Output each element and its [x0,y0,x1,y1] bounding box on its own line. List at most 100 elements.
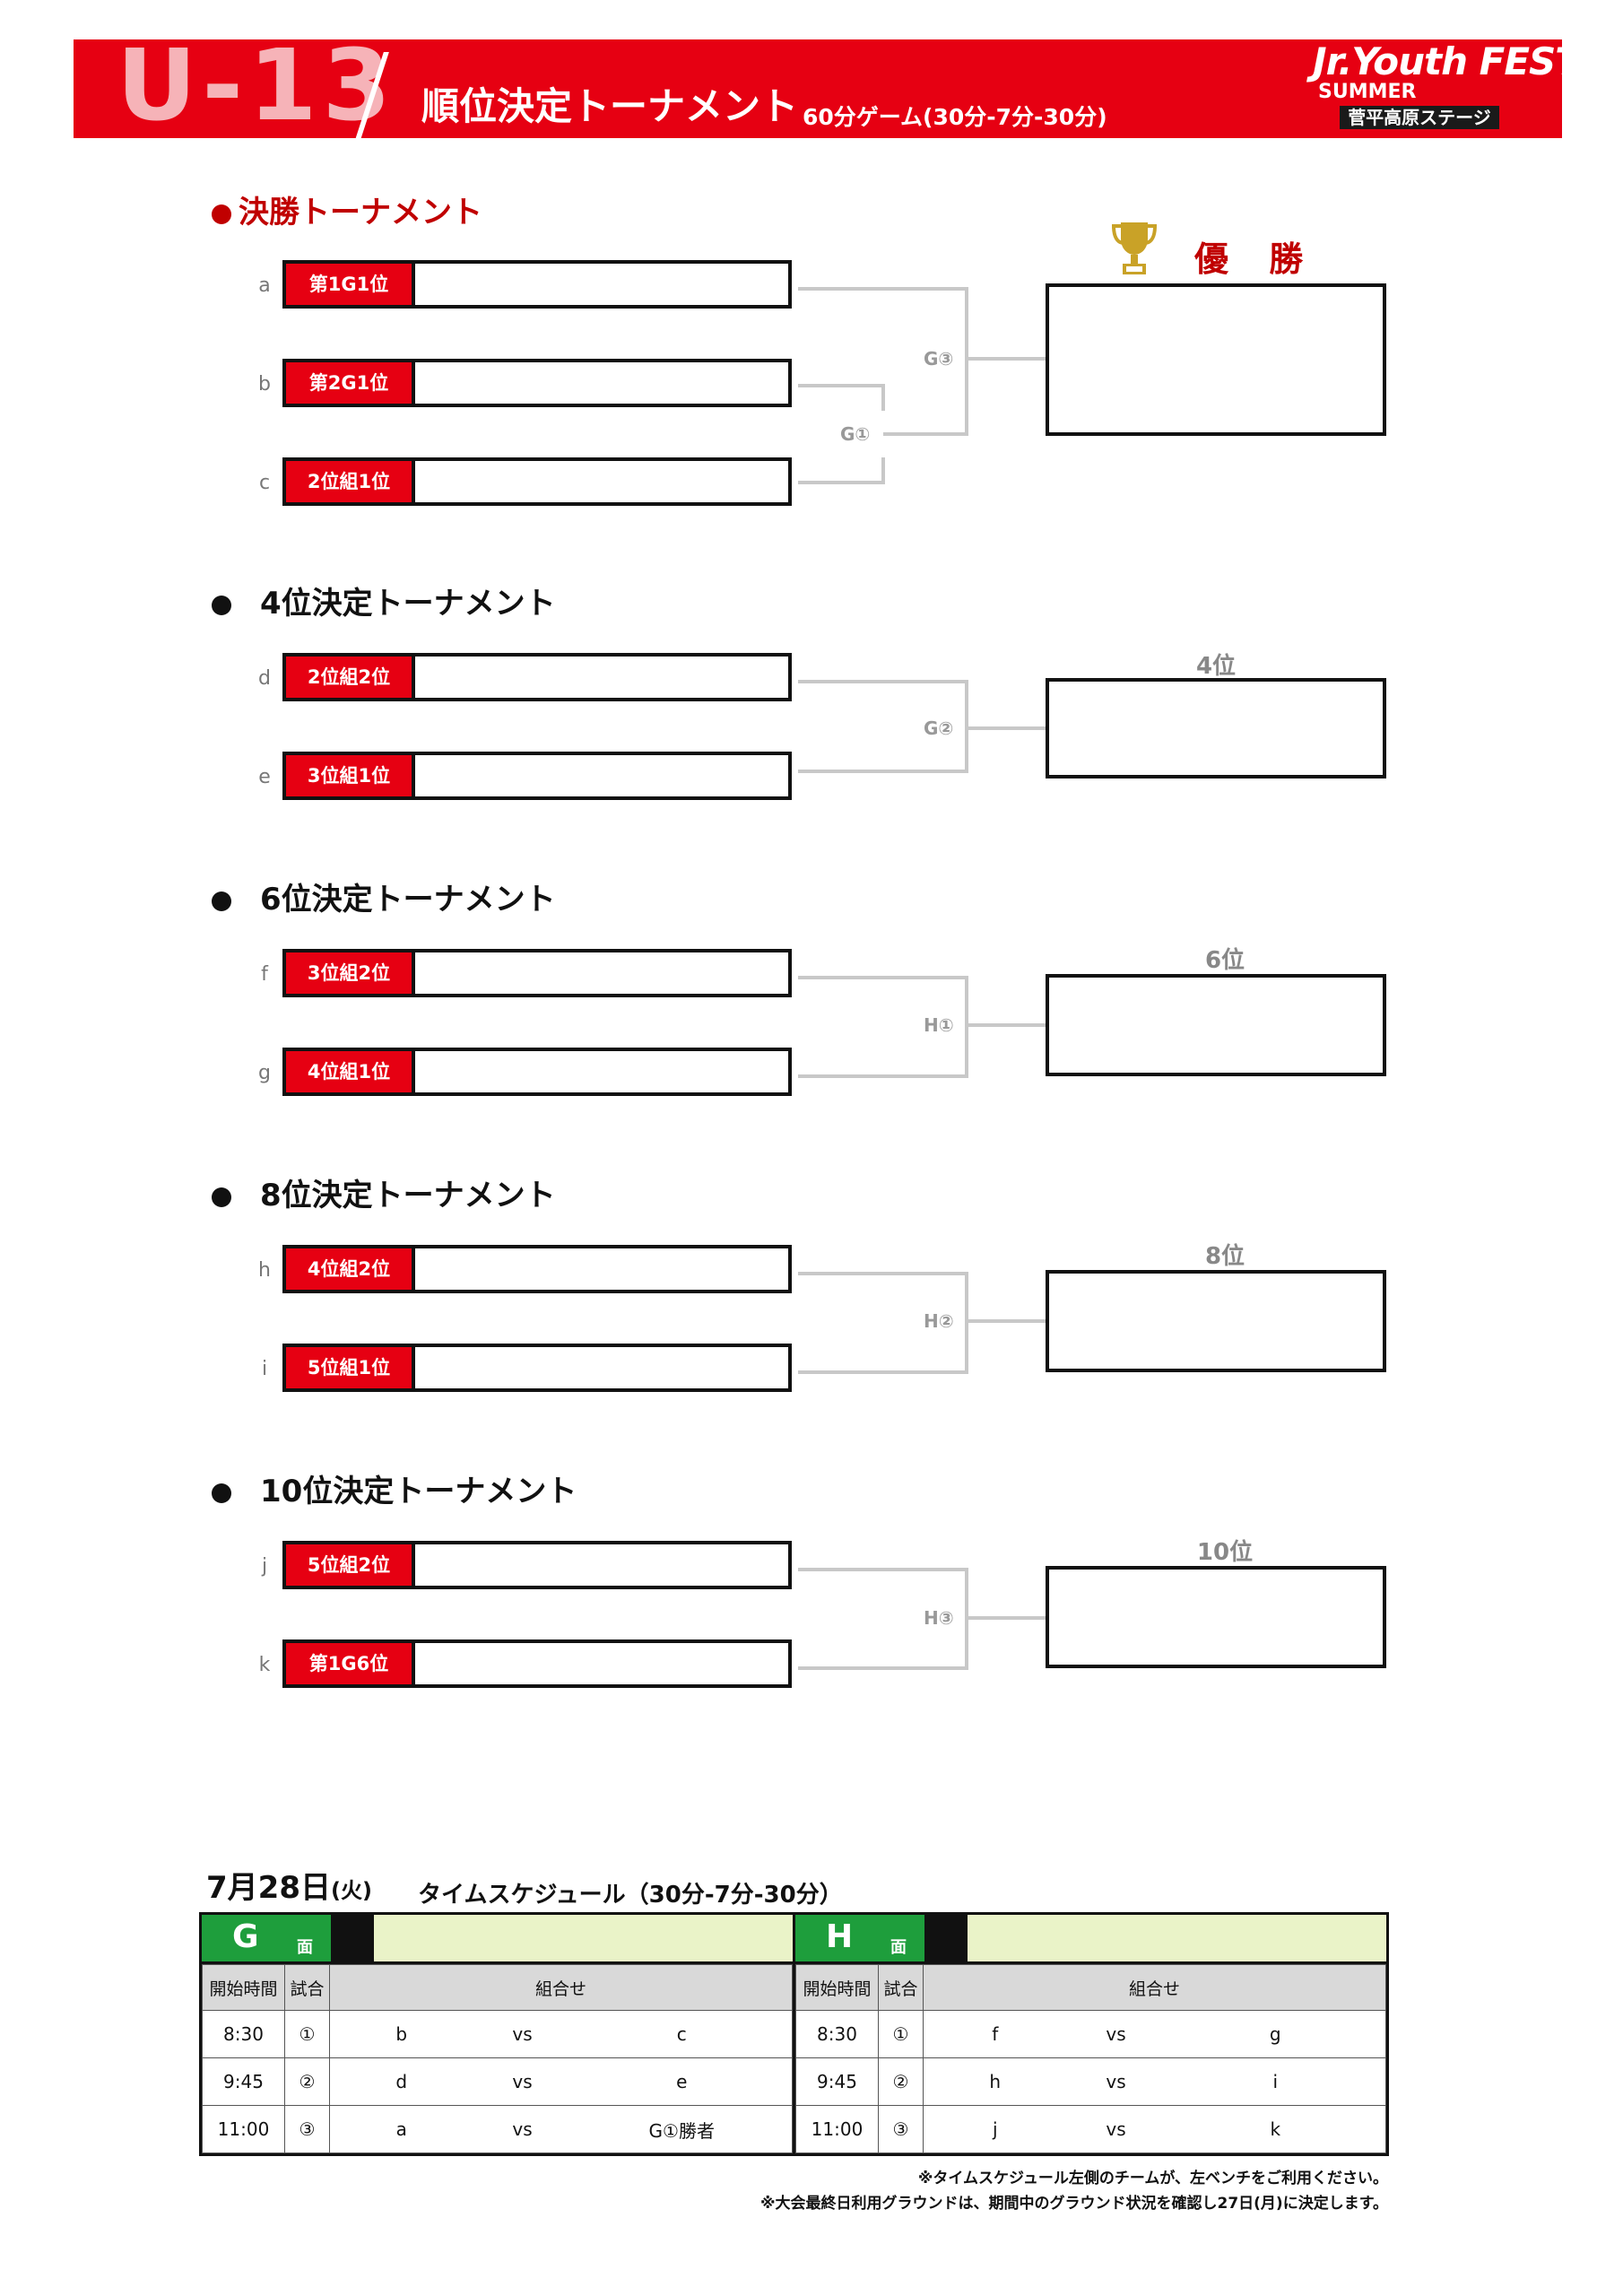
schedule-note-bench: ※タイムスケジュール左側のチームが、左ベンチをご利用ください。 [917,2170,1388,2187]
seed-label: 5位組2位 [286,1544,415,1586]
cell-vs: vs [473,2010,572,2058]
cell-time: 11:00 [795,2105,879,2153]
team-slot-f[interactable]: 3位組2位 [282,949,792,997]
seed-label: 3位組2位 [286,952,415,994]
seed-label: 第1G6位 [286,1643,415,1684]
table-row: 9:45 ② h vs i [795,2057,1386,2106]
seed-label: 4位組1位 [286,1051,415,1092]
team-slot-e[interactable]: 3位組1位 [282,752,792,800]
court-name: G [232,1918,259,1955]
slot-letter: d [258,667,271,690]
table-row: 9:45 ② d vs e [202,2057,793,2106]
slot-letter: c [258,472,271,494]
team-slot-i[interactable]: 5位組1位 [282,1344,792,1392]
team-slot-b[interactable]: 第2G1位 [282,359,792,407]
slot-letter: h [258,1259,271,1282]
bracket-line-semi [883,359,968,436]
result-label-6th: 6位 [1204,947,1245,974]
game-label-h2: H② [924,1310,954,1332]
team-slot-d[interactable]: 2位組2位 [282,653,792,701]
slot-letter: f [261,963,268,986]
team-slot-a[interactable]: 第1G1位 [282,260,792,309]
seed-label: 第1G1位 [286,264,415,305]
cell-vs: vs [1066,2010,1166,2058]
court-name: H [826,1918,854,1955]
bracket-heading-4th: 4位決定トーナメント [260,586,556,622]
team-slot-h[interactable]: 4位組2位 [282,1245,792,1293]
game-label-h1: H① [924,1014,954,1036]
cell-vs: vs [1066,2057,1166,2106]
court-header: G 面 [202,1915,793,1964]
court-men-label: 面 [890,1938,907,1957]
col-game: 試合 [878,1964,924,2011]
cell-vs: vs [473,2105,572,2153]
team-slot-g[interactable]: 4位組1位 [282,1048,792,1096]
bracket-heading-10th: 10位決定トーナメント [260,1474,577,1509]
table-row: 11:00 ③ a vs G①勝者 [202,2105,793,2153]
slot-letter: b [258,373,271,396]
cell-game: ③ [284,2105,330,2153]
champion-box[interactable] [1046,283,1386,436]
seed-label: 3位組1位 [286,755,415,796]
section-bullet-icon [212,1483,231,1503]
section-bullet-icon [212,891,231,911]
result-box-4th[interactable] [1046,678,1386,778]
section-bullet-icon [212,1187,231,1207]
slot-letter: j [261,1555,268,1578]
result-box-10th[interactable] [1046,1566,1386,1668]
col-matchup: 組合せ [923,1964,1386,2011]
bracket-line-c [798,457,885,484]
col-game: 試合 [284,1964,330,2011]
cell-away: g [1165,2010,1386,2058]
event-logo-stage: 菅平高原ステージ [1340,106,1499,129]
team-slot-j[interactable]: 5位組2位 [282,1541,792,1589]
page-title: 順位決定トーナメント [421,84,799,128]
game-label-h3: H③ [924,1607,954,1629]
cell-home: h [923,2057,1067,2106]
cell-away: G①勝者 [571,2105,793,2153]
event-logo: Jr.Youth FESTA [1313,39,1606,83]
seed-label: 5位組1位 [286,1347,415,1388]
slot-letter: k [258,1654,271,1676]
cell-game: ③ [878,2105,924,2153]
result-box-6th[interactable] [1046,974,1386,1076]
table-row: 8:30 ① f vs g [795,2010,1386,2058]
court-badge: G 面 [202,1915,331,1961]
bracket-line-a [798,287,968,359]
cell-time: 9:45 [795,2057,879,2106]
schedule-table-g: G 面 開始時間 試合 組合せ 8:30 ① b vs c 9:45 ② d v… [199,1912,795,2156]
cell-vs: vs [473,2057,572,2106]
slot-letter: e [258,766,271,788]
final-heading: 決勝トーナメント [239,195,482,230]
cell-away: i [1165,2057,1386,2106]
cell-time: 11:00 [202,2105,285,2153]
team-slot-c[interactable]: 2位組1位 [282,457,792,506]
court-header-marker [331,1915,374,1961]
game-label-g3: G③ [924,348,954,370]
seed-label: 2位組1位 [286,461,415,502]
age-category: U-13 [117,28,397,143]
game-label-g2: G② [924,718,954,739]
seed-label: 2位組2位 [286,657,415,698]
bracket-lines [798,287,1049,1670]
team-slot-k[interactable]: 第1G6位 [282,1639,792,1688]
cell-time: 9:45 [202,2057,285,2106]
result-box-8th[interactable] [1046,1270,1386,1372]
trophy-icon [1111,222,1158,274]
cell-home: f [923,2010,1067,2058]
cell-game: ① [284,2010,330,2058]
schedule-date: 7月28日(火) [206,1873,372,1903]
cell-time: 8:30 [202,2010,285,2058]
table-row: 8:30 ① b vs c [202,2010,793,2058]
game-label-g1: G① [840,423,871,445]
cell-away: e [571,2057,793,2106]
page-subtitle: 60分ゲーム(30分-7分-30分) [803,104,1107,130]
cell-game: ② [878,2057,924,2106]
court-badge: H 面 [795,1915,924,1961]
result-label-4th: 4位 [1195,653,1237,680]
bracket-heading-6th: 6位決定トーナメント [260,882,556,918]
cell-time: 8:30 [795,2010,879,2058]
seed-label: 4位組2位 [286,1248,415,1290]
schedule-date-md: 7月28日 [206,1870,331,1906]
cell-game: ② [284,2057,330,2106]
